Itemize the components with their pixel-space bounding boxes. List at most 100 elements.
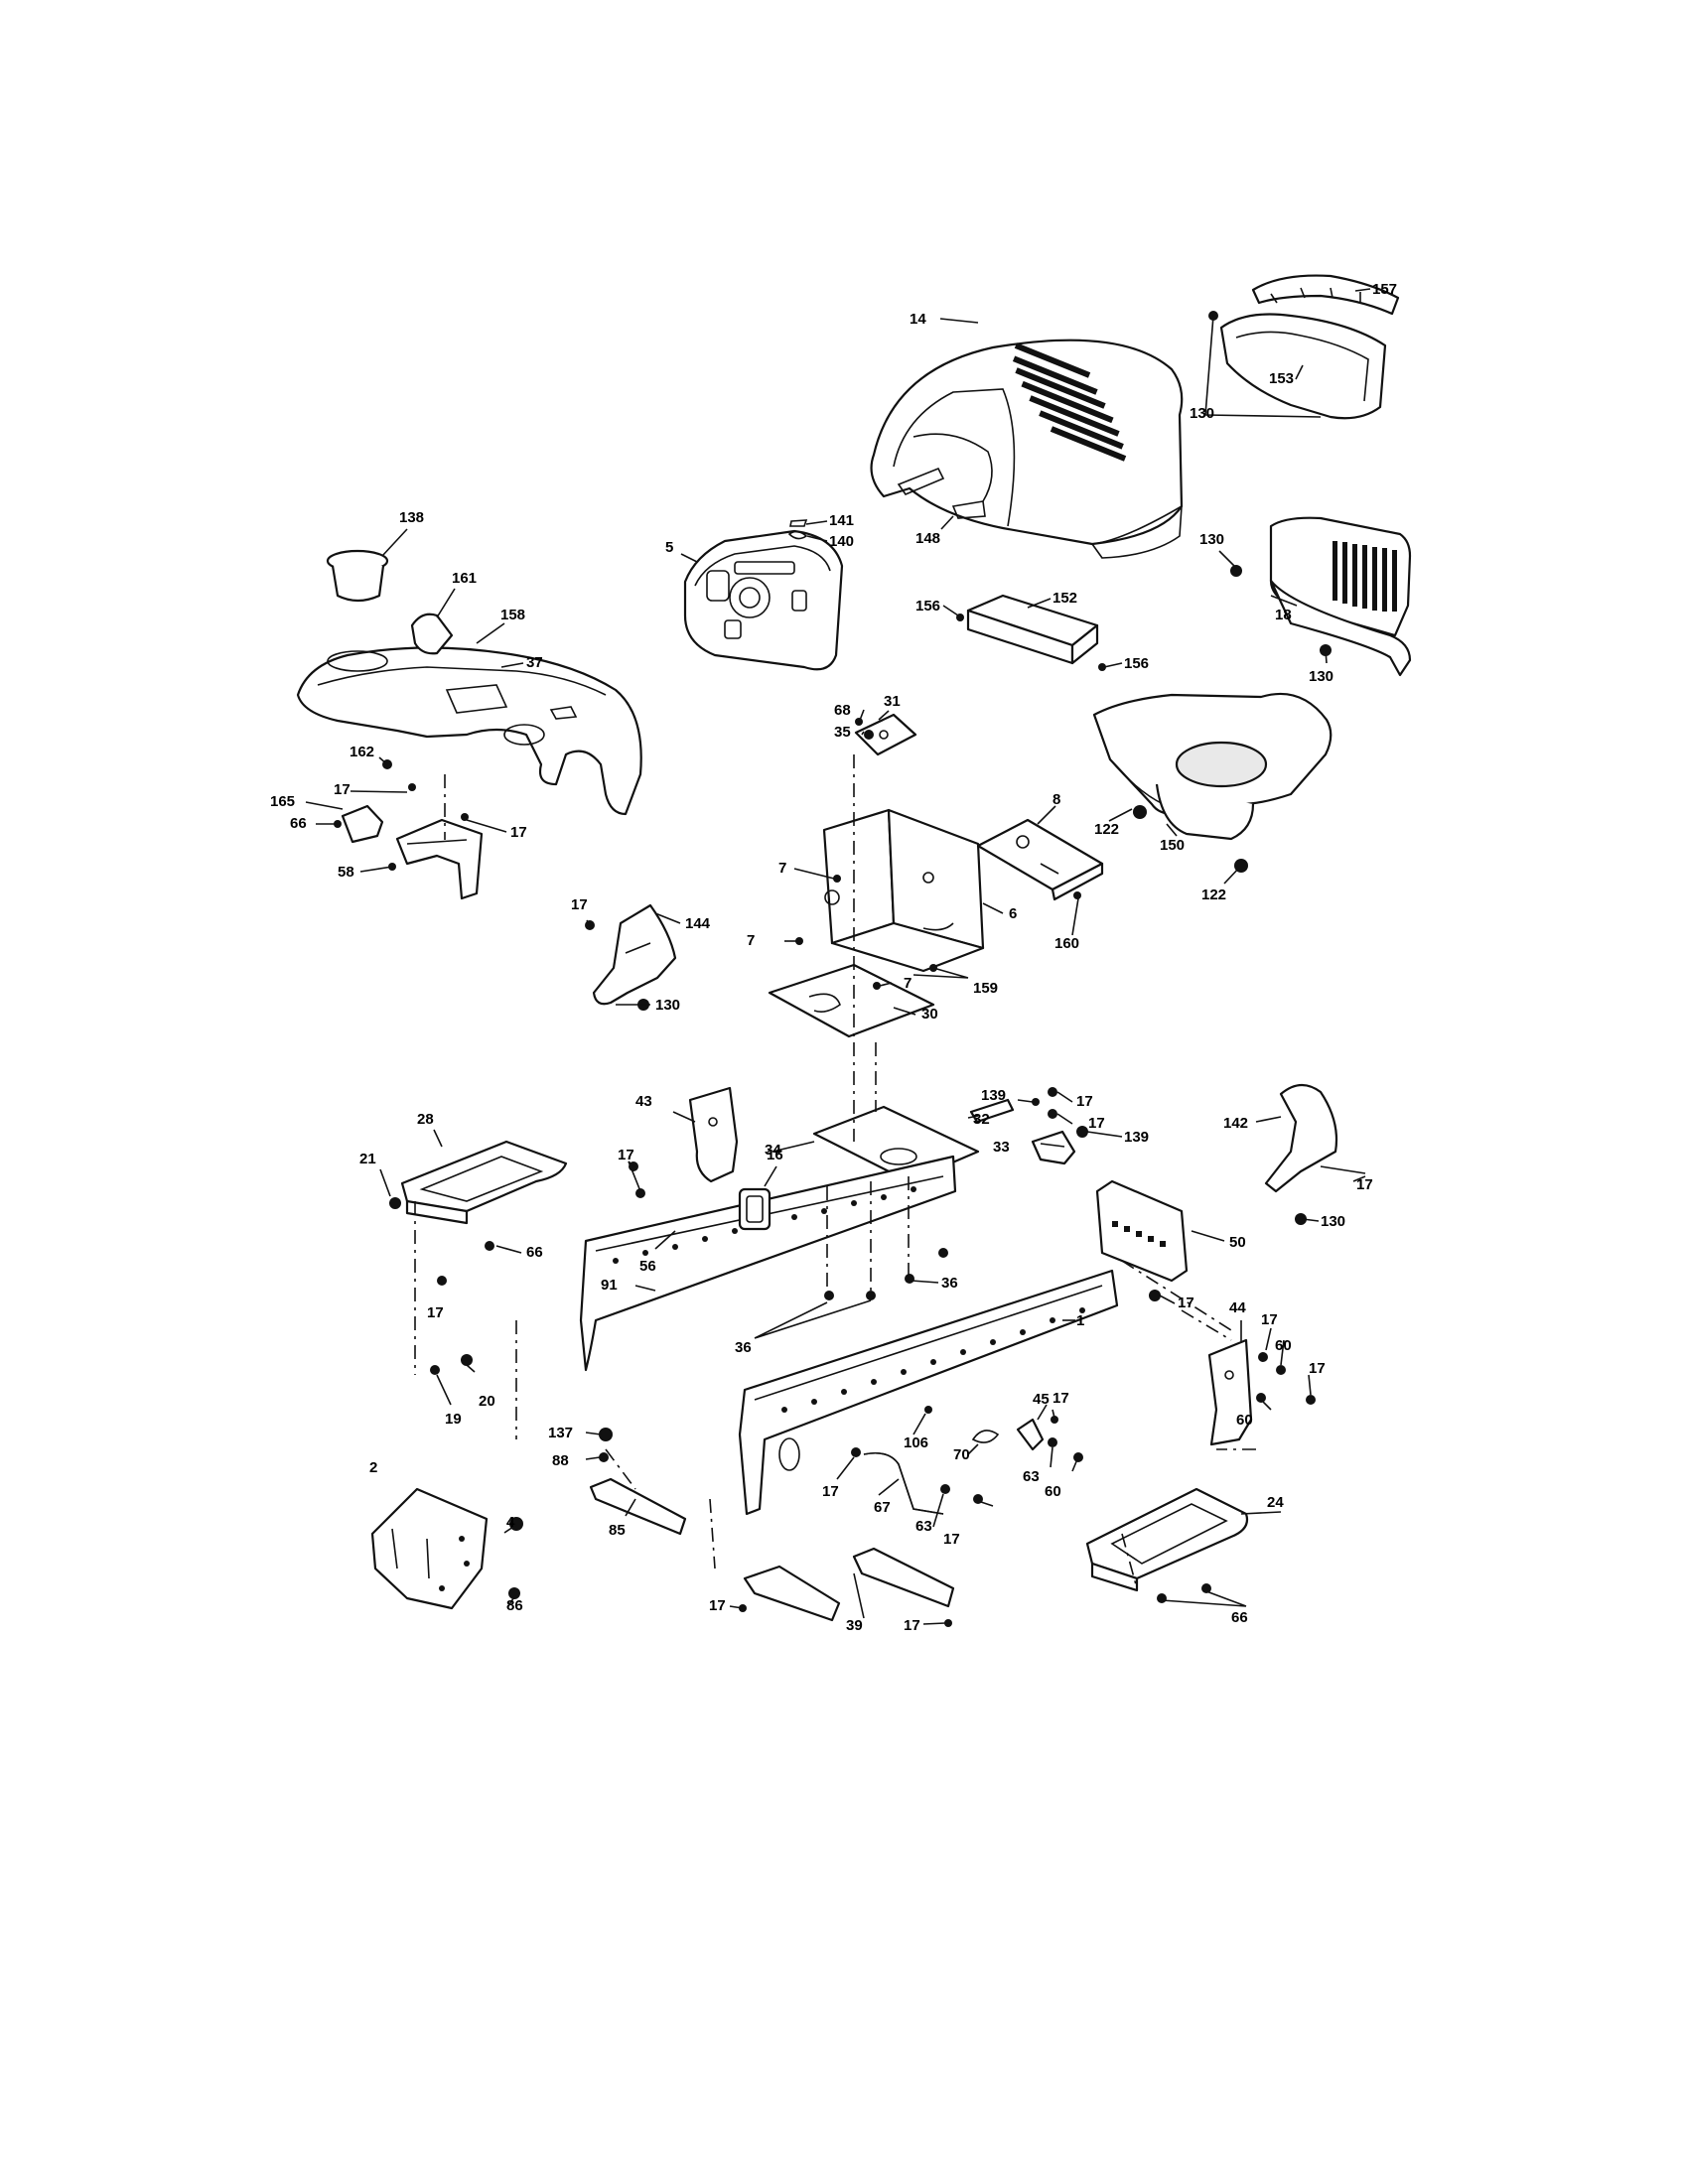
callout: 17 bbox=[1178, 1295, 1194, 1311]
callout: 17 bbox=[943, 1531, 960, 1548]
callout: 160 bbox=[1054, 935, 1079, 952]
callout: 68 bbox=[834, 702, 851, 719]
callout: 130 bbox=[1190, 405, 1214, 422]
callout: 130 bbox=[1309, 668, 1333, 685]
clip-part-140 bbox=[787, 530, 808, 540]
callout: 39 bbox=[846, 1617, 863, 1634]
callout: 35 bbox=[834, 724, 851, 741]
callout: 36 bbox=[735, 1339, 752, 1356]
callout: 32 bbox=[973, 1111, 990, 1128]
grille-part-18 bbox=[1269, 516, 1412, 677]
callout: 16 bbox=[767, 1147, 783, 1163]
steering-bracket-part-6 bbox=[822, 808, 985, 973]
callout: 7 bbox=[778, 860, 786, 877]
callout: 44 bbox=[1229, 1299, 1246, 1316]
callout: 5 bbox=[665, 539, 673, 556]
callout: 17 bbox=[618, 1147, 634, 1163]
callout: 138 bbox=[399, 509, 424, 526]
bracket-part-2 bbox=[370, 1487, 489, 1610]
callout: 66 bbox=[290, 815, 307, 832]
callout: 152 bbox=[1052, 590, 1077, 607]
rod-part-67 bbox=[863, 1451, 944, 1515]
callout: 19 bbox=[445, 1411, 462, 1428]
callout: 122 bbox=[1201, 887, 1226, 903]
fender-part-37 bbox=[296, 646, 642, 816]
callout: 122 bbox=[1094, 821, 1119, 838]
callout: 45 bbox=[1033, 1391, 1050, 1408]
callout: 17 bbox=[1261, 1311, 1278, 1328]
bumper-bracket-part-50 bbox=[1095, 1179, 1189, 1283]
callout: 130 bbox=[655, 997, 680, 1014]
hood-part-14 bbox=[870, 339, 1184, 559]
callout: 139 bbox=[1124, 1129, 1149, 1146]
bracket-part-144 bbox=[592, 903, 677, 1006]
callout: 17 bbox=[427, 1304, 444, 1321]
bracket-part-45 bbox=[1016, 1418, 1045, 1451]
hood-trim-part-157 bbox=[1251, 274, 1400, 316]
callout: 66 bbox=[526, 1244, 543, 1261]
bracket-part-32 bbox=[969, 1098, 1015, 1124]
callout: 141 bbox=[829, 512, 854, 529]
callout: 91 bbox=[601, 1277, 618, 1294]
callout: 86 bbox=[506, 1597, 523, 1614]
leader-lines bbox=[305, 288, 1371, 1625]
callout: 17 bbox=[822, 1483, 839, 1500]
callout: 6 bbox=[1009, 905, 1017, 922]
callout: 24 bbox=[1267, 1494, 1284, 1511]
callout: 7 bbox=[747, 932, 755, 949]
callout: 158 bbox=[500, 607, 525, 623]
callout: 36 bbox=[941, 1275, 958, 1292]
callout: 137 bbox=[548, 1425, 573, 1441]
callout: 34 bbox=[765, 1142, 781, 1159]
bracket-part-165 bbox=[341, 804, 384, 844]
callout: 63 bbox=[915, 1518, 932, 1535]
callout: 7 bbox=[904, 975, 912, 992]
cup-holder-part-138 bbox=[326, 549, 389, 603]
dash-panel-part-5 bbox=[683, 529, 844, 671]
clip-part-141 bbox=[789, 519, 808, 527]
bracket-part-58 bbox=[395, 818, 484, 900]
callout: 63 bbox=[1023, 1468, 1040, 1485]
callout: 66 bbox=[1231, 1609, 1248, 1626]
callout: 148 bbox=[915, 530, 940, 547]
callout: 60 bbox=[1045, 1483, 1061, 1500]
callout: 144 bbox=[685, 915, 711, 932]
callout: 14 bbox=[910, 311, 926, 328]
spring-part-70 bbox=[971, 1430, 1000, 1443]
callout: 17 bbox=[1088, 1115, 1105, 1132]
callout: 142 bbox=[1223, 1115, 1248, 1132]
callout: 70 bbox=[953, 1446, 970, 1463]
callout: 139 bbox=[981, 1087, 1006, 1104]
callout: 153 bbox=[1269, 370, 1294, 387]
callout: 106 bbox=[904, 1434, 928, 1451]
callout: 159 bbox=[973, 980, 998, 997]
fuel-tank-part-150 bbox=[1092, 692, 1333, 841]
callout: 56 bbox=[639, 1258, 656, 1275]
callout: 17 bbox=[904, 1617, 920, 1634]
callout: 157 bbox=[1372, 281, 1397, 298]
footrest-part-28 bbox=[400, 1140, 568, 1225]
callout: 58 bbox=[338, 864, 354, 881]
bracket-part-43 bbox=[688, 1086, 739, 1183]
plate-part-30 bbox=[768, 963, 935, 1038]
callout: 60 bbox=[1275, 1337, 1292, 1354]
callout: 43 bbox=[635, 1093, 652, 1110]
bracket-part-39 bbox=[743, 1547, 955, 1622]
callout: 17 bbox=[510, 824, 527, 841]
callout: 17 bbox=[1076, 1093, 1093, 1110]
callout: 67 bbox=[874, 1499, 891, 1516]
bracket-part-31 bbox=[854, 713, 917, 756]
battery-part-152 bbox=[966, 594, 1099, 665]
hood-grille-part-153 bbox=[1219, 313, 1387, 420]
callout: 60 bbox=[1236, 1412, 1253, 1429]
grommet-part-16 bbox=[738, 1187, 772, 1231]
callout: 156 bbox=[915, 598, 940, 614]
callout: 30 bbox=[921, 1006, 938, 1023]
callout: 17 bbox=[1309, 1360, 1326, 1377]
callout: 88 bbox=[552, 1452, 569, 1469]
callout: 85 bbox=[609, 1522, 626, 1539]
bracket-part-44 bbox=[1207, 1338, 1253, 1446]
callout: 140 bbox=[829, 533, 854, 550]
callout: 17 bbox=[571, 896, 588, 913]
